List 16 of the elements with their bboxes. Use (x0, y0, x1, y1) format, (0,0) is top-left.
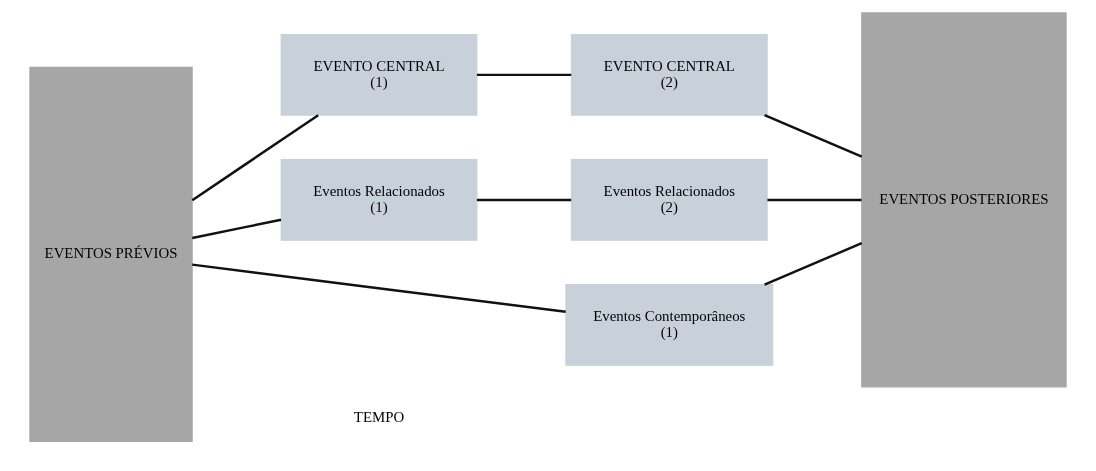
node-box: EVENTOS PRÉVIOS (29, 66, 193, 442)
connector (191, 114, 319, 202)
connector (476, 198, 572, 202)
node-box: Eventos Relacionados (2) (570, 159, 768, 241)
node-box: EVENTO CENTRAL (2) (570, 34, 768, 116)
connector (192, 263, 566, 314)
connector (192, 218, 282, 240)
connector (767, 198, 862, 202)
label: TEMPO (353, 408, 405, 425)
connector (476, 73, 572, 77)
connector (764, 241, 863, 286)
node-box: EVENTO CENTRAL (1) (280, 34, 478, 116)
node-box: EVENTOS POSTERIORES (861, 12, 1067, 388)
connector (764, 114, 863, 158)
node-box: Eventos Relacionados (1) (280, 159, 478, 241)
node-box: Eventos Contemporâneos (1) (565, 284, 774, 366)
